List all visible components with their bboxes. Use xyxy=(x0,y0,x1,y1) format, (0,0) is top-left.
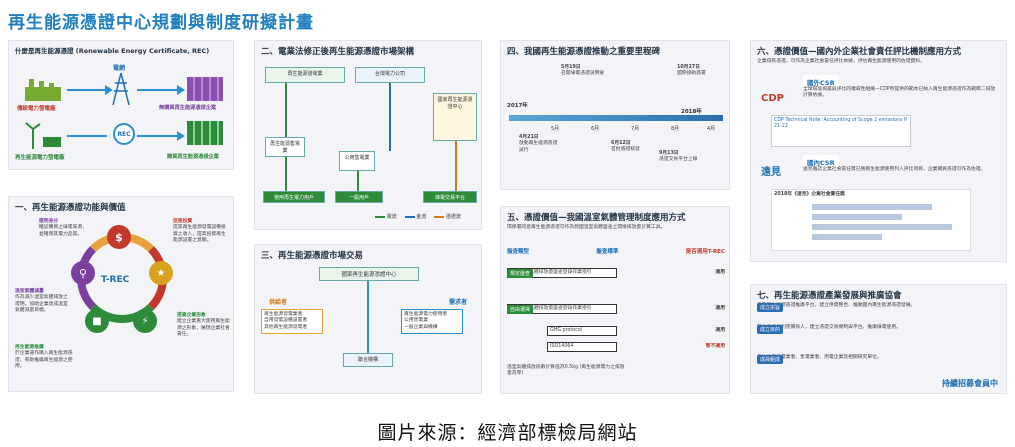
panel-market-structure: 二、電業法修正後再生能源憑證市場架構 再生能源發電業 台灣電力公司 再生能源售電… xyxy=(254,40,482,230)
wind-turbine-icon xyxy=(23,121,63,149)
table-row: ISO14064 暫不適用 xyxy=(507,341,725,353)
month-label: 6月 xyxy=(591,126,600,132)
month-label: 7月 xyxy=(631,126,640,132)
value-item: 再生能源推廣 於企業運作購入再生能源憑證，有助推廣再生能源之使用。 xyxy=(15,345,73,370)
building-icon xyxy=(187,77,223,101)
center-label: T-REC xyxy=(101,275,130,285)
panel-rec-functions: 一、再生能源憑證功能與價值 T-REC ⚲ $ ★ ■ ⚡ 證明身分 確認購買之… xyxy=(8,196,234,392)
milestone-event: 4月21日 啟動再生能源憑證試行 xyxy=(519,135,558,153)
node-seller: 再生能源售電業 xyxy=(265,137,305,157)
panel-title: 四、我國再生能源憑證推動之重要里程碑 xyxy=(507,47,661,57)
cdp-document: CDP Technical Note: Accounting of Scope … xyxy=(771,115,911,147)
panel-title: 六、憑證價值—國內外企業社會責任評比機制應用方式 xyxy=(757,47,962,57)
cdp-logo: CDP xyxy=(761,93,784,104)
assoc-row: 成立目的 整合產業與利害關係人，建立憑證交易機制與平台，推廣綠電使用。 xyxy=(757,325,901,334)
milestone-event: 10月27日 國際接軌簽署 xyxy=(677,65,706,77)
right-bottom-label: 購買再生能源憑證企業 xyxy=(167,154,219,160)
intro-text: 環保署同意再生能源憑證可作為我國溫室氣體盤查之間接排放量計算工具。 xyxy=(507,225,666,230)
table-row: 自由選擇 我國溫室氣體排放量盤查登錄作業指引 適用 xyxy=(507,301,725,317)
month-label: 5月 xyxy=(551,126,560,132)
milestone-event: 9月13日 憑證交易平台上線 xyxy=(659,151,698,163)
foreign-text: 全球環境揭露與評比的權威性組織—CDP所提供的範本已納入再生能源憑證作為範疇二排… xyxy=(803,87,996,99)
panel-title: 五、憑證價值—我國溫室氣體管理制度應用方式 xyxy=(507,213,686,223)
month-label: 4月 xyxy=(707,126,716,132)
node-platform: 聯合機構 xyxy=(343,353,393,367)
pylon-icon xyxy=(109,72,133,106)
domestic-text: 遠見雜誌企業社會責任獎已將再生能源使用列入評比項目，企業購買憑證可作為佐證。 xyxy=(803,167,986,172)
image-source-caption: 圖片來源：經濟部標檢局網站 xyxy=(377,422,638,444)
rec-icon: REC xyxy=(113,123,135,145)
value-item: 促進投資 提高再生能源發電設備投資之收入，提高投資再生能源設置之意願。 xyxy=(173,219,226,244)
year-label: 2017年 xyxy=(507,103,528,109)
month-label: 8月 xyxy=(671,126,680,132)
panel-title: 什麼是再生能源憑證 (Renewable Energy Certificate,… xyxy=(15,47,210,55)
table-header: 盤查類型盤查標準是否適用T-REC xyxy=(507,249,725,255)
money-icon: $ xyxy=(107,225,131,249)
foreign-csr-label: 國外CSR xyxy=(803,75,839,89)
demand-label: 需求者 xyxy=(449,299,468,306)
page-title: 再生能源憑證中心規劃與制度研擬計畫 xyxy=(8,13,314,33)
supplier-label: 供給者 xyxy=(269,299,288,306)
left-top-label: 傳統電力發電廠 xyxy=(17,106,56,112)
coin-icon: ★ xyxy=(149,261,173,285)
electricity-label: 電網 xyxy=(113,65,126,72)
value-item: 提高企業形象 建立企業重大使用再生能源之形象，展現企業社會責任。 xyxy=(177,313,230,338)
factory-icon xyxy=(23,77,63,101)
right-top-label: 無購買再生能源憑證企業 xyxy=(159,105,217,111)
intro-text: 企業得有憑證，可作為企業社會責任評比依據，評估再生能源使用的佐證資料。 xyxy=(757,59,925,64)
panel-title: 一、再生能源憑證功能與價值 xyxy=(15,203,126,213)
panel-market-trading: 三、再生能源憑證市場交易 國家再生能源憑證中心 供給者 需求者 再生能源發電業者… xyxy=(254,244,482,394)
table-row: GHG protocol 適用 xyxy=(507,325,725,337)
plug-icon: ⚡ xyxy=(133,309,157,333)
search-icon: ⚲ xyxy=(71,261,95,285)
value-item: 溫室氣體減量 作為減少溫室氣體排放之證明，協助企業達成溫室氣體減量目標。 xyxy=(15,289,68,314)
table-row: 規定盤查 我國溫室氣體排放量盤查登錄作業指引 適用 xyxy=(507,265,725,281)
node-grid: 台灣電力公司 xyxy=(355,67,425,83)
left-bottom-label: 再生能源電力發電廠 xyxy=(15,155,65,161)
domestic-logo: 遠見 xyxy=(761,167,781,178)
building-icon: ■ xyxy=(85,309,109,333)
panel-title: 三、再生能源憑證市場交易 xyxy=(261,251,364,261)
domestic-csr-label: 國內CSR xyxy=(803,155,839,169)
panel-ghg-application: 五、憑證價值—我國溫室氣體管理制度應用方式 環保署同意再生能源憑證可作為我國溫室… xyxy=(500,206,730,394)
node-center: 國家再生能源憑證中心 xyxy=(319,267,419,281)
panel-milestones: 四、我國再生能源憑證推動之重要里程碑 2017年 2018年 5月 6月 7月 … xyxy=(500,40,730,190)
node-center: 國家再生能源憑證中心 xyxy=(433,93,477,141)
panel-what-is-rec: 什麼是再生能源憑證 (Renewable Energy Certificate,… xyxy=(8,40,234,170)
timeline xyxy=(509,115,723,121)
year-label: 2018年 xyxy=(681,109,702,115)
supply-list: 再生能源發電業者 自用發電設備設置者 其他再生能源發電者 xyxy=(261,309,323,335)
panel-csr: 六、憑證價值—國內外企業社會責任評比機制應用方式 企業得有憑證，可作為企業社會責… xyxy=(750,40,1007,262)
note-text: 溫室氣體排放係數計算值為0.5kg (再生能源電力之排放量為零) xyxy=(507,365,625,377)
node-generator: 再生能源發電業 xyxy=(265,67,345,83)
award-chart: 2018年《遠見》企業社會責任獎 xyxy=(771,189,971,251)
panel-title: 七、再生能源憑證產業發展與推廣協會 xyxy=(757,291,902,301)
value-item: 證明身分 確認購買之綠電來源，並確保其電力品質。 xyxy=(39,219,87,237)
node-public: 公用售電業 xyxy=(339,151,375,171)
panel-title: 二、電業法修正後再生能源憑證市場架構 xyxy=(261,47,415,57)
panel-association: 七、再生能源憑證產業發展與推廣協會 成立宗旨 作為再生能源憑證推廣平台，建立供需… xyxy=(750,284,1007,394)
node-green-platform: 綠電交易平台 xyxy=(423,191,477,203)
demand-list: 再生能源電力使用者 公用售電業 一般企業與機構 xyxy=(401,309,463,335)
milestone-event: 6月12日 首批憑證核發 xyxy=(611,141,640,153)
building-icon xyxy=(187,121,223,145)
assoc-row: 成立宗旨 作為再生能源憑證推廣平台，建立供需整合、推動國內再生能源憑證發展。 xyxy=(757,303,916,312)
node-general: 一般用戶 xyxy=(335,191,383,203)
node-user: 使用再生電力用戶 xyxy=(263,191,325,203)
legend: 電流 金流 憑證流 xyxy=(375,213,461,220)
milestone-event: 5月19日 召開綠電憑證說明會 xyxy=(561,65,605,77)
recruiting-banner: 持續招募會員中 xyxy=(942,379,998,388)
assoc-row: 成員組成 再生能源發電業者、售電業者、用電企業及相關研究單位。 xyxy=(757,355,882,364)
